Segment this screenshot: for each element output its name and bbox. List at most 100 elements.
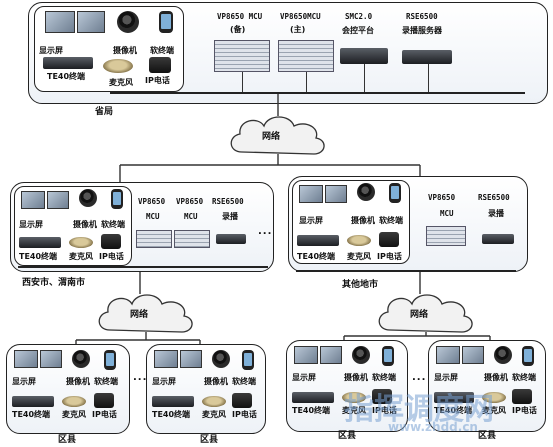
camera-icon [352,346,370,364]
ipphone-label: IP电话 [512,406,537,415]
network-cloud-icon [230,116,325,155]
network-cloud-icon [378,294,473,333]
link [242,72,244,92]
mic-label: 麦克风 [202,410,226,419]
ip-phone-icon [379,232,399,247]
ip-phone-icon [149,57,171,73]
display-screen-icon [14,350,38,368]
ipphone-label: IP电话 [92,410,117,419]
te40-label: TE40终端 [19,252,58,261]
network-cloud-icon [98,294,193,333]
mcu-icon [136,230,172,248]
display-screen-icon [320,346,342,364]
microphone-icon [347,235,371,246]
device-label-line1: RSE6500 [406,12,438,21]
softclient-icon [159,11,173,33]
device-label-line1: VP8650MCU [280,12,321,21]
province-label: 省局 [95,107,114,117]
softclient-label: 软终端 [101,220,125,229]
device-label-line2: 会控平台 [342,26,374,35]
province-bus [110,92,525,94]
device-label-line2: 录播 [488,209,504,218]
display-label: 显示屏 [299,216,323,225]
microphone-icon [103,59,133,73]
camera-icon [357,183,375,201]
microphone-icon [482,392,506,403]
microphone-icon [202,396,226,407]
microphone-icon [342,392,366,403]
watermark-subtext: www.zhdd.cn [388,420,478,434]
display-screen-icon [45,11,75,33]
mcu-icon [174,230,210,248]
link [306,72,308,92]
display-screen-icon [47,191,69,209]
mcu-primary-icon [278,40,334,72]
softclient-label: 软终端 [94,377,118,386]
softclient-label: 软终端 [372,373,396,382]
other-cities-label: 其他地市 [342,280,379,290]
camera-icon [72,350,90,368]
softclient-icon [522,346,534,366]
display-screen-icon [21,191,45,209]
device-label-line1: RSE6500 [478,193,510,202]
softclient-label: 软终端 [232,377,256,386]
county-terminal-group: 显示屏 摄像机 软终端 TE40终端 麦克风 IP电话 [10,348,126,432]
te40-terminal-icon [43,57,93,69]
camera-icon [117,11,139,33]
xian-terminal-group: 显示屏 摄像机 软终端 TE40终端 麦克风 IP电话 [14,186,132,266]
link [364,64,366,92]
ip-phone-icon [94,393,114,408]
display-screen-icon [325,185,347,203]
display-screen-icon [40,350,62,368]
camera-icon [212,350,230,368]
camera-label: 摄像机 [73,220,97,229]
xian-bus [18,266,268,268]
province-terminal-group: 显示屏 摄像机 软终端 TE40终端 麦克风 IP电话 [34,6,184,92]
te40-terminal-icon [19,237,61,248]
softclient-icon [111,189,123,209]
ip-phone-icon [512,389,532,404]
te40-label: TE40终端 [152,410,191,419]
ip-phone-icon [232,393,252,408]
display-screen-icon [462,346,484,364]
device-label-line2: (备) [230,25,246,34]
ip-phone-icon [372,389,392,404]
county-label: 区县 [200,435,219,445]
xian-label: 西安市、渭南市 [22,278,86,288]
te40-label: TE40终端 [297,252,336,261]
display-label: 显示屏 [39,46,63,55]
county-label: 区县 [338,431,357,441]
display-label: 显示屏 [152,377,176,386]
device-label-line2: MCU [440,209,454,218]
mic-label: 麦克风 [482,406,506,415]
other-bus [296,270,516,272]
camera-label: 摄像机 [113,46,137,55]
te40-label: TE40终端 [12,410,51,419]
ipphone-label: IP电话 [232,410,257,419]
camera-label: 摄像机 [344,373,368,382]
camera-icon [79,189,97,207]
mic-label: 麦克风 [109,78,133,87]
device-label-line1: VP8650 [176,197,204,206]
ipphone-label: IP电话 [99,252,124,261]
ellipsis: ... [133,372,148,383]
te40-terminal-icon [297,235,339,246]
device-label-line2: MCU [146,212,160,221]
softclient-icon [389,183,401,203]
te40-terminal-icon [152,396,194,407]
watermark-text: 指挥调度网 [344,392,494,427]
rse-server-icon [216,234,246,244]
camera-label: 摄像机 [351,216,375,225]
mic-label: 麦克风 [62,410,86,419]
microphone-icon [69,237,93,248]
county-label: 区县 [58,435,77,445]
device-label-line2: (主) [290,25,306,34]
network-label: 网络 [262,132,281,142]
display-screen-icon [154,350,178,368]
softclient-icon [382,346,394,366]
camera-icon [494,346,512,364]
device-label-line1: RSE6500 [212,197,244,206]
link [428,64,430,92]
